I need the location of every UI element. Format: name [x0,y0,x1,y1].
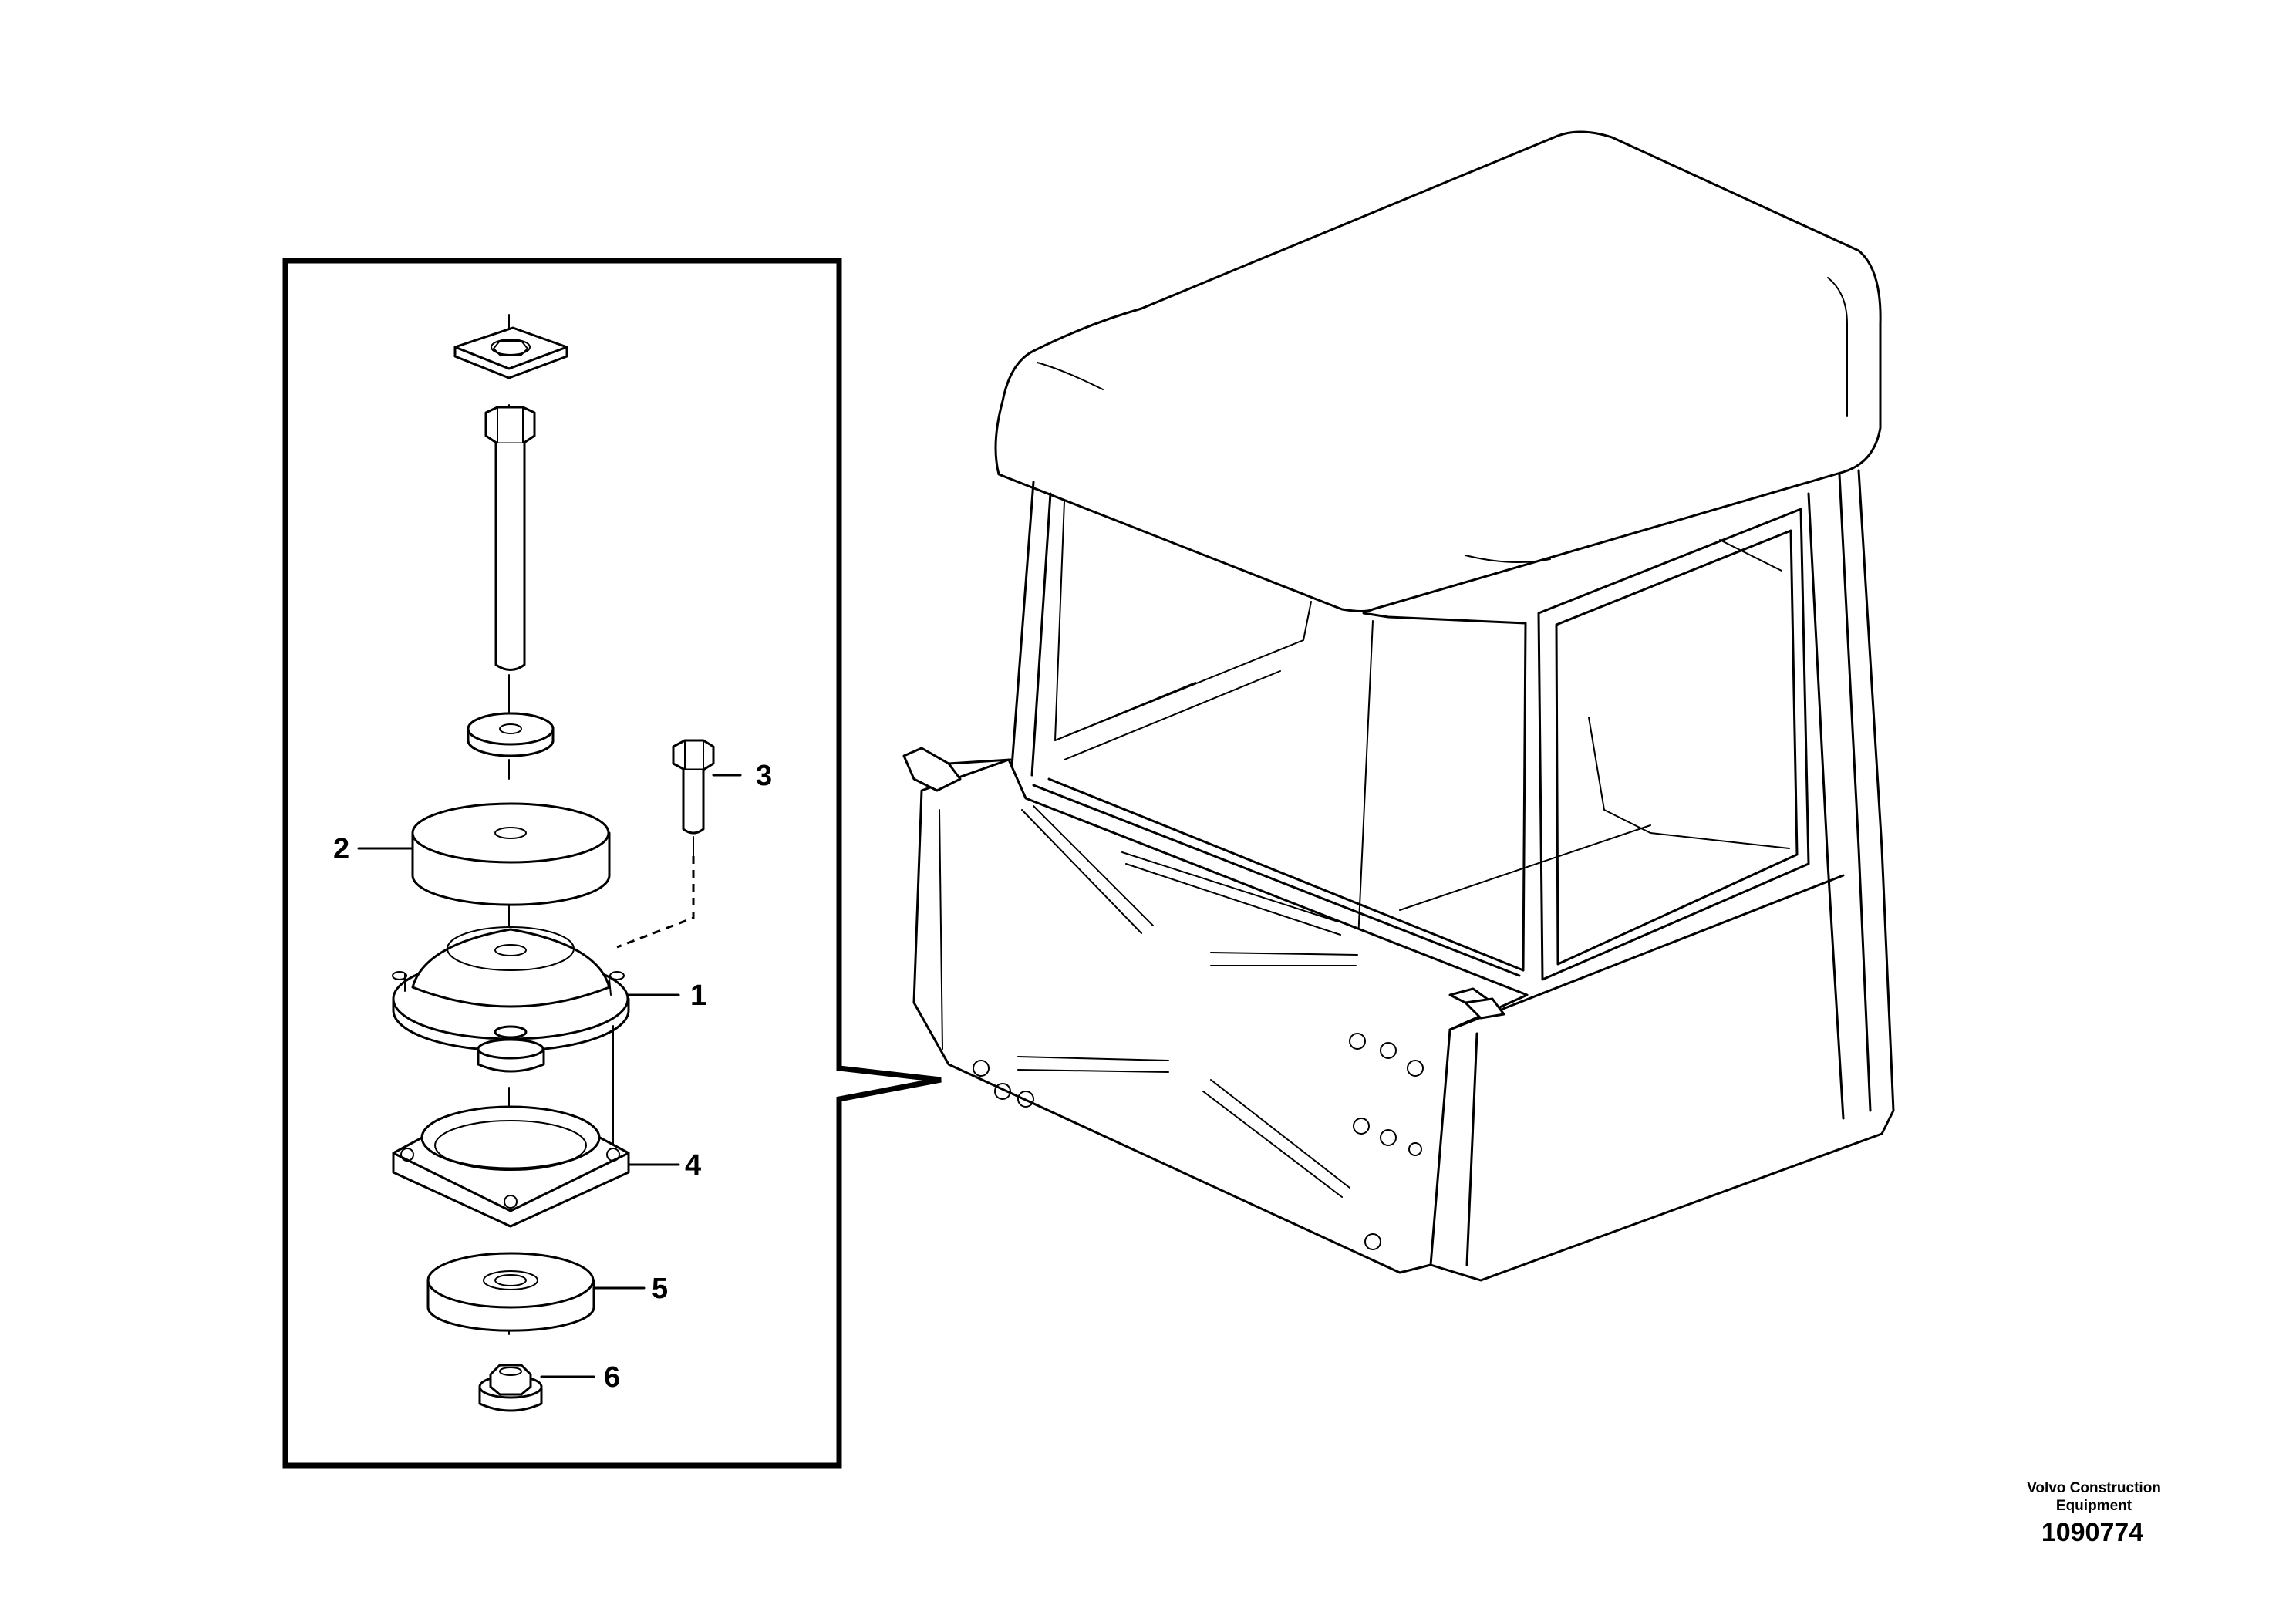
flange-nut-part [478,1364,543,1412]
credit-line-1: Volvo Construction [2027,1480,2161,1496]
callout-5: 5 [652,1273,668,1305]
callout-2: 2 [333,833,349,865]
detail-callout-box [282,258,942,1469]
callout-4: 4 [685,1149,701,1182]
thick-washer-part [467,712,555,757]
callout-labels: 1 2 3 4 5 6 [333,760,772,1394]
callout-3: 3 [756,760,772,792]
rubber-mount-part [392,926,630,1162]
flange-plate-part [392,1105,630,1228]
lower-washer-part [426,1252,595,1332]
credit-block: Volvo Construction Equipment 1090774 [2027,1480,2161,1547]
small-bolt-part [616,739,715,949]
rubber-disc-part [411,802,611,906]
leader-lines [357,774,742,1378]
exploded-mount-assembly [392,314,715,1412]
credit-line-2: Equipment [2056,1498,2132,1514]
cab-illustration [902,130,1895,1282]
document-number: 1090774 [2041,1518,2143,1547]
callout-6: 6 [604,1361,620,1394]
square-washer-part [453,326,568,379]
long-bolt-part [484,406,536,671]
callout-1: 1 [690,980,706,1012]
